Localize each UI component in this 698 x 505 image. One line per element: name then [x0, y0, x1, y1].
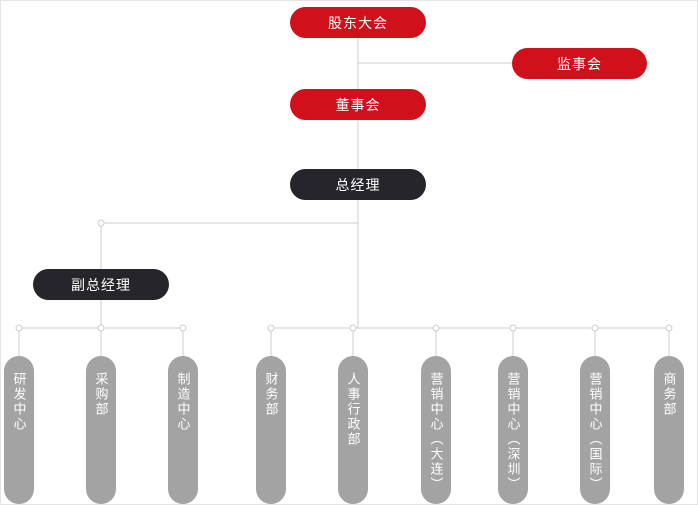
node-label: 采购部: [93, 372, 109, 417]
node-label: 营销中心（深圳）: [505, 372, 521, 492]
node-label: 研发中心: [11, 372, 27, 432]
node-general-manager: 总经理: [290, 169, 426, 200]
node-dept-finance: 财务部: [256, 356, 286, 504]
node-deputy-general-manager: 副总经理: [33, 269, 169, 300]
junction-dots: [15, 219, 673, 332]
node-dept-hr-admin: 人事行政部: [338, 356, 368, 504]
node-dept-manufacturing-center: 制造中心: [168, 356, 198, 504]
node-label: 财务部: [263, 372, 279, 417]
node-dept-purchasing: 采购部: [86, 356, 116, 504]
node-dept-rd-center: 研发中心: [4, 356, 34, 504]
node-supervisory-board: 监事会: [512, 48, 647, 79]
node-dept-business: 商务部: [654, 356, 684, 504]
node-label: 商务部: [661, 372, 677, 417]
connector-paths: [18, 38, 670, 356]
node-label: 营销中心（国际）: [587, 372, 603, 492]
node-board-of-directors: 董事会: [290, 89, 426, 120]
node-dept-marketing-dalian: 营销中心（大连）: [421, 356, 451, 504]
node-dept-marketing-international: 营销中心（国际）: [580, 356, 610, 504]
node-shareholders-meeting: 股东大会: [290, 7, 426, 38]
node-dept-marketing-shenzhen: 营销中心（深圳）: [498, 356, 528, 504]
node-label: 营销中心（大连）: [428, 372, 444, 492]
node-label: 制造中心: [175, 372, 191, 432]
node-label: 人事行政部: [345, 372, 361, 447]
